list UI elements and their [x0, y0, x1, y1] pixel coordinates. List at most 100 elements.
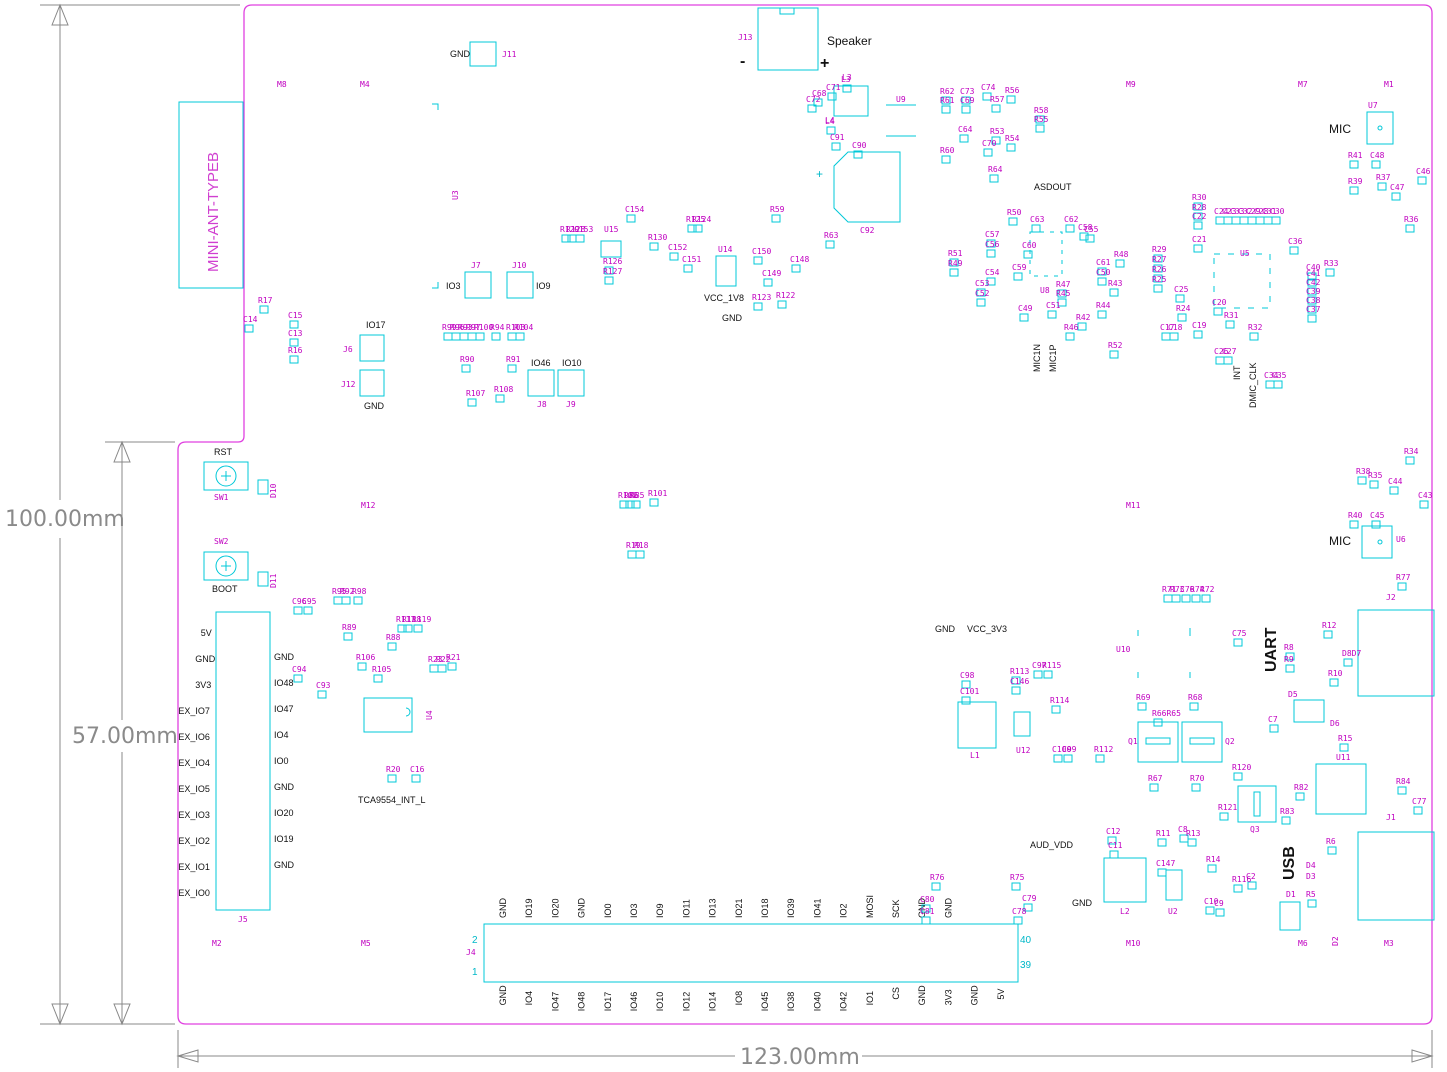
- component-pad: [986, 277, 996, 286]
- svg-text:J6: J6: [343, 345, 353, 354]
- component-pad: [986, 239, 996, 248]
- chip-u10: [1137, 628, 1191, 678]
- ref-designator: C73: [960, 87, 975, 96]
- ref-designator: R106: [356, 653, 375, 662]
- ref-designator: C146: [1010, 677, 1029, 686]
- component-pad: [1153, 718, 1163, 727]
- svg-text:2: 2: [472, 935, 478, 946]
- component-pad: [333, 596, 343, 605]
- j5-pin-label: 3V3: [195, 680, 211, 690]
- ref-designator: C37: [1306, 305, 1321, 314]
- ref-designator: R58: [1034, 106, 1049, 115]
- component-pad: [289, 338, 299, 347]
- component-pad: [1095, 754, 1105, 763]
- button-boot[interactable]: [203, 551, 249, 581]
- ref-designator: C46: [1416, 167, 1431, 176]
- component-pad: [429, 664, 439, 673]
- component-pad: [317, 690, 327, 699]
- component-pad: [1019, 313, 1029, 322]
- component-pad: [1053, 754, 1063, 763]
- ref-designator: C31: [1262, 207, 1277, 216]
- ref-designator: R14: [1206, 855, 1221, 864]
- ref-designator: C47: [1390, 183, 1405, 192]
- svg-text:Q1: Q1: [1128, 737, 1138, 746]
- svg-text:USB: USB: [1281, 846, 1298, 880]
- component-pad: [1109, 350, 1119, 359]
- component-pad: [1193, 212, 1203, 221]
- component-pad: [1215, 908, 1225, 917]
- svg-text:UART: UART: [1263, 627, 1280, 672]
- j4-pin-label: IO12: [681, 992, 691, 1012]
- ref-designator: R12: [1322, 621, 1337, 630]
- j4-pin-label: IO18: [760, 898, 770, 918]
- component-pad: [491, 332, 501, 341]
- ref-designator: R51: [948, 249, 963, 258]
- component-pad: [1107, 836, 1117, 845]
- ref-designator: R48: [1114, 250, 1129, 259]
- component-pad: [495, 394, 505, 403]
- svg-text:J8: J8: [537, 400, 547, 409]
- component-pad: [507, 364, 517, 373]
- ref-designator: C97: [1032, 661, 1047, 670]
- component-pad: [1329, 678, 1339, 687]
- component-pad: [826, 126, 836, 135]
- component-pad: [763, 278, 773, 287]
- j5-pin-label: IO0: [274, 756, 289, 766]
- ref-designator: R114: [1050, 696, 1069, 705]
- ref-designator: R94: [490, 323, 505, 332]
- svg-text:MIC1N: MIC1N: [1032, 344, 1042, 372]
- ref-designator: C2: [1246, 872, 1256, 881]
- ref-designator: C71: [826, 83, 841, 92]
- component-pad: [1035, 115, 1045, 124]
- button-rst[interactable]: [203, 461, 249, 491]
- svg-text:1: 1: [472, 967, 478, 978]
- svg-text:MIC: MIC: [1329, 122, 1351, 136]
- component-pad: [1109, 288, 1119, 297]
- j4-pin-label: IO39: [786, 898, 796, 918]
- component-pad: [1153, 254, 1163, 263]
- component-pad: [459, 332, 469, 341]
- ref-designator: C18: [1168, 323, 1183, 332]
- component-pad: [561, 234, 571, 243]
- ref-designator: R62: [940, 87, 955, 96]
- ref-designator: R27: [1152, 255, 1167, 264]
- svg-text:AUD_VDD: AUD_VDD: [1030, 840, 1074, 850]
- ref-designator: C51: [1046, 301, 1061, 310]
- component-pad: [1389, 486, 1399, 495]
- component-pad: [1225, 320, 1235, 329]
- component-pad: [1417, 176, 1427, 185]
- component-pad: [1213, 307, 1223, 316]
- ref-designator: R19: [626, 541, 641, 550]
- component-pad: [1115, 259, 1125, 268]
- ref-designator: C26: [1214, 347, 1229, 356]
- ref-designator: R67: [1148, 774, 1163, 783]
- component-pad: [1065, 332, 1075, 341]
- component-pad: [961, 680, 971, 689]
- component-pad: [1187, 838, 1197, 847]
- svg-text:D10: D10: [269, 483, 278, 498]
- component-pad: [1207, 864, 1217, 873]
- ref-designator: R119: [412, 615, 431, 624]
- component-pad: [1171, 594, 1181, 603]
- ref-designator: R86: [624, 491, 639, 500]
- component-pad: [983, 148, 993, 157]
- component-pad: [1097, 277, 1107, 286]
- component-pad: [1295, 792, 1305, 801]
- component-pad: [1357, 476, 1367, 485]
- ref-designator: C76: [1180, 585, 1195, 594]
- component-pad: [959, 134, 969, 143]
- ref-designator: R100: [474, 323, 493, 332]
- ref-designator: R39: [1348, 177, 1363, 186]
- component-pad: [1307, 305, 1317, 314]
- ref-designator: C39: [1306, 287, 1321, 296]
- component-pad: [626, 214, 636, 223]
- component-pad: [842, 84, 852, 93]
- svg-text:Q3: Q3: [1250, 825, 1260, 834]
- component-pad: [1239, 216, 1249, 225]
- antenna-label: MINI-ANT-TYPEB: [205, 152, 222, 272]
- component-pad: [1163, 594, 1173, 603]
- svg-text:J1: J1: [1386, 813, 1396, 822]
- ref-designator: R50: [1007, 208, 1022, 217]
